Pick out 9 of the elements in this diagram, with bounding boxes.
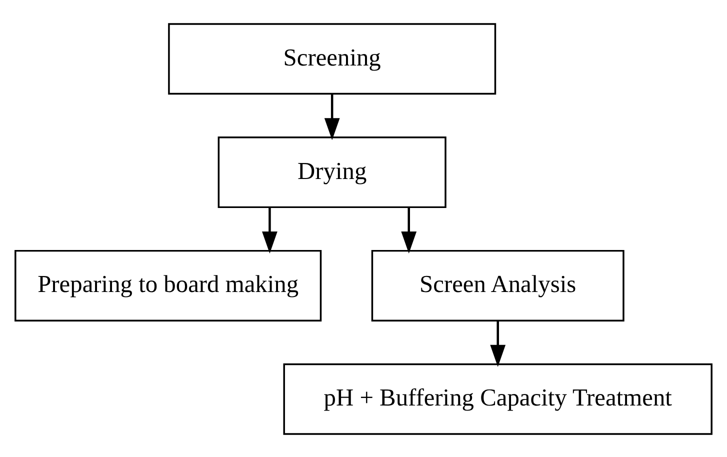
arrow <box>262 207 278 254</box>
node-box: Screening <box>168 22 496 94</box>
node-box: Preparing to board making <box>14 249 322 321</box>
arrow <box>401 207 417 254</box>
arrow <box>324 94 340 140</box>
arrow <box>490 320 506 366</box>
node-box: Drying <box>218 136 446 208</box>
node-box: Screen Analysis <box>371 249 624 321</box>
node-box: pH + Buffering Capacity Treatment <box>283 362 712 434</box>
